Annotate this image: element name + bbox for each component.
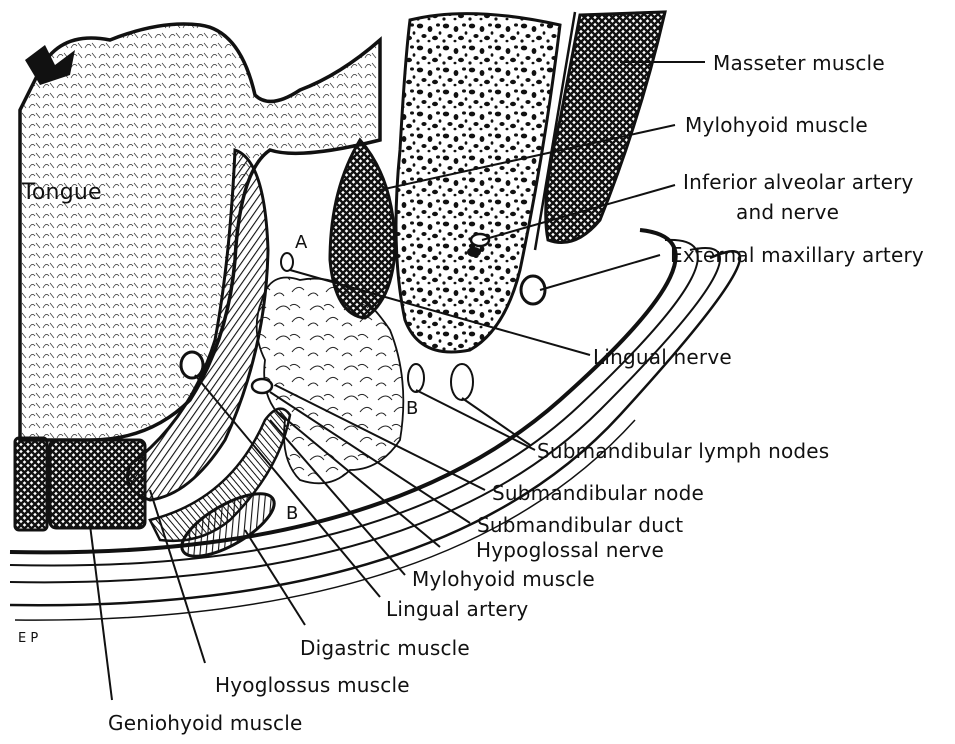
- marker-b-upper: B: [406, 398, 419, 420]
- label-submandibular-lymph-nodes: Submandibular lymph nodes: [537, 440, 829, 462]
- lingual-artery-shape: [181, 352, 203, 378]
- label-inferior-alveolar-line2: and nerve: [736, 201, 839, 223]
- inferior-alveolar-vessel: [471, 234, 489, 246]
- lymph-node-1: [408, 364, 424, 392]
- label-submandibular-node: Submandibular node: [492, 482, 704, 504]
- label-lingual-nerve: Lingual nerve: [593, 346, 732, 368]
- label-geniohyoid-muscle: Geniohyoid muscle: [108, 712, 302, 734]
- left-block-shape: [15, 438, 47, 530]
- label-mylohyoid-muscle-top: Mylohyoid muscle: [685, 114, 868, 136]
- geniohyoid-muscle-shape: [50, 440, 145, 528]
- label-hyoglossus-muscle: Hyoglossus muscle: [215, 674, 410, 696]
- lingual-nerve-shape: [281, 253, 293, 271]
- label-lingual-artery: Lingual artery: [386, 598, 528, 620]
- marker-a: A: [295, 232, 308, 254]
- label-digastric-muscle: Digastric muscle: [300, 637, 470, 659]
- label-inferior-alveolar-line1: Inferior alveolar artery: [683, 171, 914, 193]
- label-mylohyoid-muscle-bottom: Mylohyoid muscle: [412, 568, 595, 590]
- artist-signature: E P: [18, 631, 38, 646]
- lymph-node-2: [451, 364, 473, 400]
- label-tongue: Tongue: [22, 182, 102, 204]
- label-masseter-muscle: Masseter muscle: [713, 52, 885, 74]
- submandibular-duct-shape: [252, 379, 272, 393]
- marker-b-lower: B: [286, 503, 299, 525]
- label-submandibular-duct: Submandibular duct: [477, 514, 683, 536]
- inferior-alveolar-nerve: [467, 247, 481, 257]
- label-hypoglossal-nerve: Hypoglossal nerve: [476, 539, 664, 561]
- label-external-maxillary-artery: External maxillary artery: [670, 244, 924, 266]
- masseter-muscle-shape: [546, 12, 665, 243]
